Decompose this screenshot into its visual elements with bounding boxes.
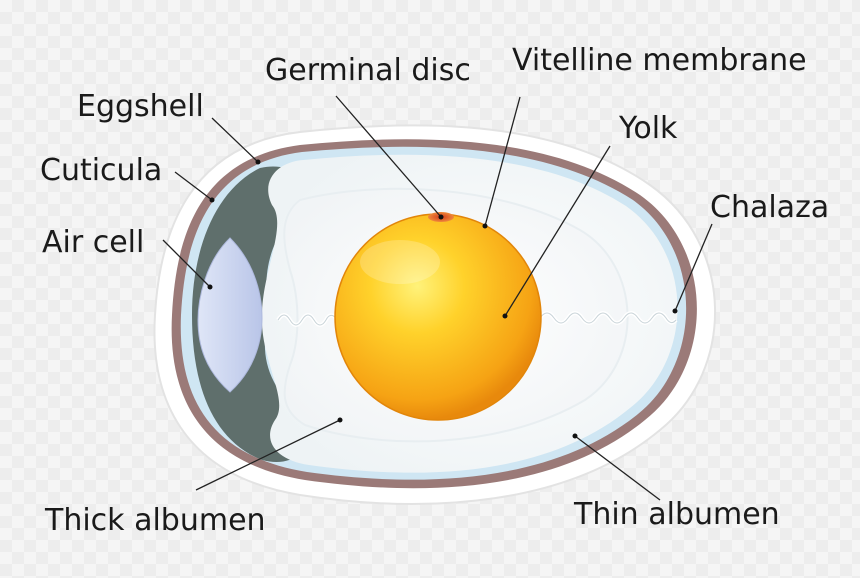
leader-thin-albumen-dot xyxy=(572,433,578,439)
leader-thick-albumen-dot xyxy=(337,417,343,423)
label-yolk: Yolk xyxy=(618,111,678,146)
label-chalaza: Chalaza xyxy=(710,190,829,225)
labels: Germinal disc Vitelline membrane Eggshel… xyxy=(40,43,829,538)
yolk-highlight xyxy=(360,240,440,284)
chalaza-left-outline xyxy=(277,314,337,326)
leader-cuticula-dot xyxy=(209,197,215,203)
chalaza-right-outline xyxy=(539,312,677,324)
leader-germinal-disc-dot xyxy=(438,214,444,220)
leader-thin-albumen xyxy=(574,435,661,501)
label-germinal-disc: Germinal disc xyxy=(265,53,471,88)
leader-yolk xyxy=(504,145,611,317)
leader-lines xyxy=(162,95,713,501)
leader-chalaza xyxy=(674,223,713,312)
yolk xyxy=(334,213,542,421)
leader-chalaza-dot xyxy=(672,308,678,314)
label-eggshell: Eggshell xyxy=(77,89,204,124)
leader-thick-albumen xyxy=(195,419,341,491)
leader-germinal-disc xyxy=(335,95,442,218)
label-thin-albumen: Thin albumen xyxy=(573,497,780,532)
label-thick-albumen: Thick albumen xyxy=(44,503,266,538)
label-air-cell: Air cell xyxy=(42,225,144,260)
leader-air-cell-dot xyxy=(207,284,213,290)
leader-eggshell xyxy=(211,117,259,163)
leader-vitelline xyxy=(484,96,521,227)
label-cuticula: Cuticula xyxy=(40,153,162,188)
label-vitelline-membrane: Vitelline membrane xyxy=(512,43,807,78)
leader-air-cell xyxy=(162,239,211,288)
leader-cuticula xyxy=(174,171,213,201)
leader-yolk-dot xyxy=(502,313,508,319)
air-cell xyxy=(197,237,263,393)
leader-eggshell-dot xyxy=(255,159,261,165)
leader-vitelline-dot xyxy=(482,223,488,229)
